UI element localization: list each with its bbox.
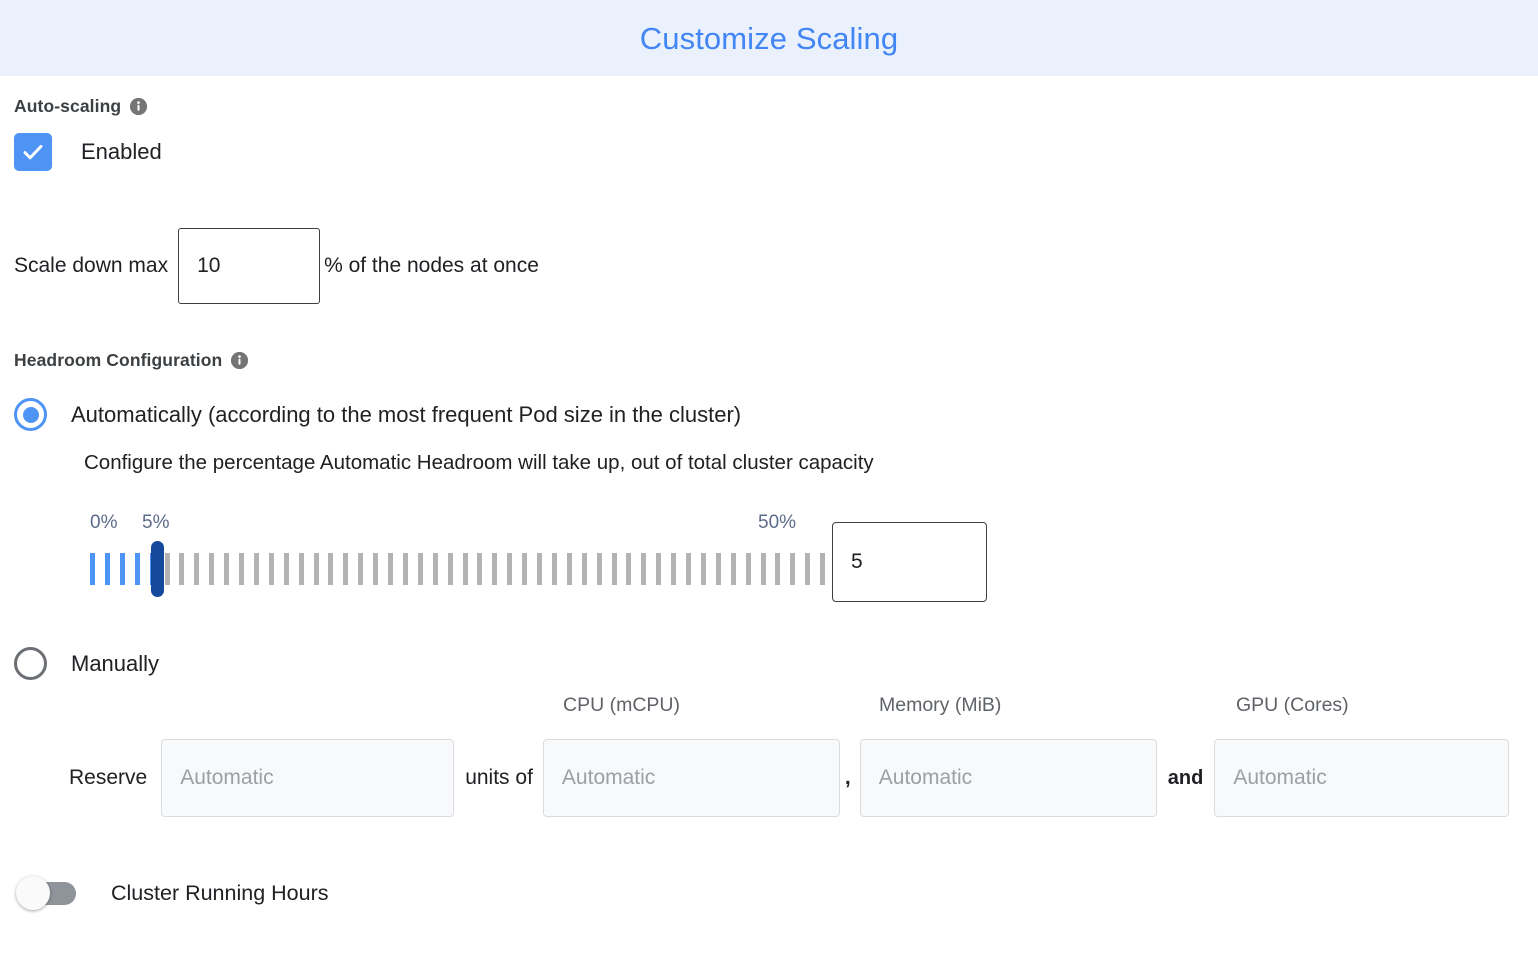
headroom-slider[interactable] <box>90 541 826 597</box>
headroom-manual-row: Manually <box>14 647 1524 680</box>
manual-reserve-block: CPU (mCPU) Memory (MiB) GPU (Cores) Rese… <box>14 694 1524 834</box>
slider-tick <box>239 553 244 585</box>
slider-tick <box>313 553 319 585</box>
headroom-section-title: Headroom Configuration <box>14 350 223 370</box>
slider-tick <box>611 553 617 585</box>
slider-min-label: 0% <box>90 512 118 533</box>
slider-tick <box>790 553 796 585</box>
slider-tick <box>671 553 677 585</box>
memory-input[interactable] <box>859 739 1157 817</box>
slider-tick <box>432 553 438 585</box>
checkmark-icon <box>23 144 43 160</box>
slider-tick <box>343 553 349 585</box>
slider-tick <box>373 553 379 585</box>
slider-tick <box>388 553 393 585</box>
scale-down-max-row: Scale down max % of the nodes at once <box>14 228 1524 304</box>
slider-tick <box>402 553 408 585</box>
slider-tick <box>760 553 766 585</box>
slider-tick <box>119 553 125 585</box>
and-label: and <box>1167 766 1204 789</box>
slider-tick <box>537 553 542 585</box>
slider-tick <box>253 553 259 585</box>
reserve-units-input[interactable] <box>161 739 455 817</box>
slider-tick <box>268 553 274 585</box>
comma-separator: , <box>844 766 851 789</box>
autoscaling-section-title: Auto-scaling <box>14 96 122 116</box>
slider-tick <box>462 553 468 585</box>
scale-down-max-suffix: % of the nodes at once <box>324 254 539 277</box>
reserve-label: Reserve <box>69 766 148 789</box>
slider-tick <box>581 553 587 585</box>
slider-tick <box>209 553 215 585</box>
headroom-slider-area: 0% 5% 50% <box>14 512 1524 602</box>
manual-field-labels: CPU (mCPU) Memory (MiB) GPU (Cores) <box>14 694 1524 722</box>
headroom-automatic-description: Configure the percentage Automatic Headr… <box>84 451 874 474</box>
headroom-automatic-label: Automatically (according to the most fre… <box>71 401 742 427</box>
slider-tick <box>164 553 170 585</box>
slider-tick <box>417 553 423 585</box>
slider-current-label: 5% <box>142 512 170 533</box>
dialog-body: Auto-scaling Enabled Scale down max % of… <box>0 96 1538 910</box>
autoscaling-enabled-label: Enabled <box>81 139 162 164</box>
toggle-knob <box>16 876 50 910</box>
scale-down-max-label: Scale down max <box>14 254 169 277</box>
memory-column-label: Memory (MiB) <box>879 694 1002 716</box>
slider-tick <box>283 553 289 585</box>
cluster-running-hours-label: Cluster Running Hours <box>111 880 329 905</box>
headroom-section-header: Headroom Configuration <box>14 350 1524 371</box>
slider-tick <box>492 553 498 585</box>
headroom-manual-label: Manually <box>71 650 160 676</box>
headroom-manual-radio[interactable] <box>14 647 47 680</box>
slider-tick <box>477 553 483 585</box>
scale-down-max-input[interactable] <box>178 228 321 304</box>
slider-tick <box>447 553 453 585</box>
slider-tick <box>328 553 334 585</box>
autoscaling-section-header: Auto-scaling <box>14 96 1524 117</box>
slider-thumb[interactable] <box>150 541 164 597</box>
slider-tick <box>224 553 230 585</box>
slider-tick <box>805 553 811 585</box>
page-title: Customize Scaling <box>639 20 899 56</box>
headroom-automatic-row: Automatically (according to the most fre… <box>14 398 1524 431</box>
slider-tick <box>656 553 662 585</box>
gpu-input[interactable] <box>1214 739 1510 817</box>
autoscaling-enabled-checkbox[interactable] <box>14 133 52 171</box>
autoscaling-enabled-row: Enabled <box>14 133 1524 171</box>
slider-tick <box>358 553 364 585</box>
slider-tick <box>715 553 721 585</box>
slider-tick <box>566 553 572 585</box>
units-of-label: units of <box>465 766 533 789</box>
gpu-column-label: GPU (Cores) <box>1236 694 1349 716</box>
slider-tick <box>134 553 140 585</box>
slider-tick <box>700 553 706 585</box>
slider-tick <box>626 553 632 585</box>
slider-tick <box>775 553 781 585</box>
dialog-header: Customize Scaling <box>0 0 1538 76</box>
info-icon[interactable] <box>231 352 249 369</box>
slider-tick <box>90 553 95 585</box>
slider-tick <box>194 553 200 585</box>
slider-tick <box>820 553 826 585</box>
slider-tick <box>745 553 751 585</box>
slider-tick <box>551 553 557 585</box>
slider-tick <box>596 553 602 585</box>
slider-tick <box>641 553 647 585</box>
headroom-percentage-input[interactable] <box>832 522 987 602</box>
cluster-running-hours-toggle[interactable] <box>16 876 76 910</box>
manual-reserve-row: Reserve units of , and <box>14 739 1524 817</box>
headroom-automatic-radio[interactable] <box>14 398 47 431</box>
slider-tick <box>104 553 110 585</box>
cluster-running-hours-row: Cluster Running Hours <box>14 876 1524 910</box>
slider-tick <box>507 553 513 585</box>
cpu-column-label: CPU (mCPU) <box>563 694 680 716</box>
info-icon[interactable] <box>130 98 148 115</box>
cpu-input[interactable] <box>542 739 840 817</box>
slider-max-label: 50% <box>758 512 797 533</box>
slider-tick <box>179 553 185 585</box>
slider-tick <box>730 553 736 585</box>
slider-tick <box>686 553 691 585</box>
slider-tick <box>298 553 304 585</box>
slider-tick <box>522 553 528 585</box>
slider-tick-labels: 0% 5% 50% <box>90 512 825 538</box>
